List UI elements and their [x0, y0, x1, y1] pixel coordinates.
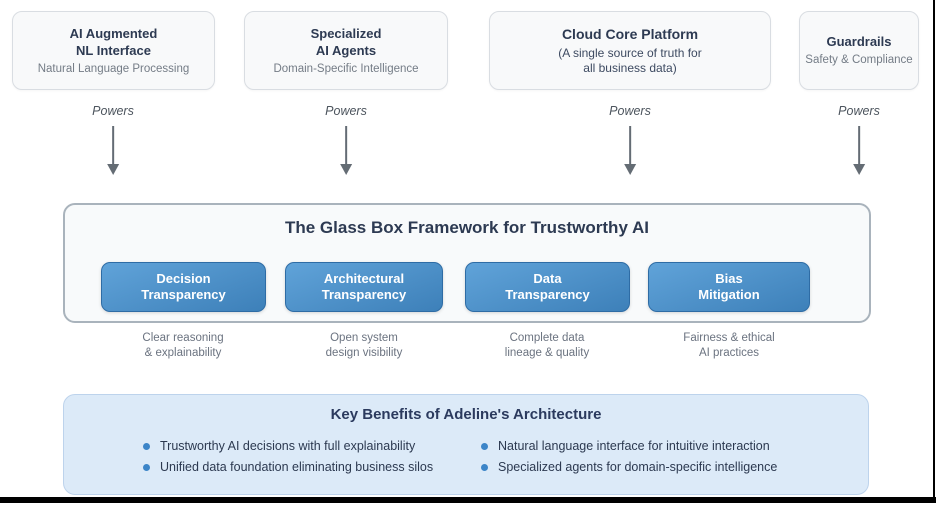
pillar-description-line: lineage & quality: [504, 347, 590, 359]
pillar-bias-mitigation: Bias Mitigation: [648, 262, 810, 312]
powers-connector: Powers: [92, 104, 134, 175]
component-title: AI Augmented: [69, 25, 158, 41]
page-edge-line-right: [933, 0, 935, 503]
pillar-label: Transparency: [321, 287, 407, 302]
arrow-down-icon: [340, 164, 352, 175]
powers-label: Powers: [609, 104, 651, 118]
benefit-text: Natural language interface for intuitive…: [498, 439, 770, 453]
pillar-description-line: & explainability: [144, 347, 222, 359]
arrow-down-icon: [112, 126, 114, 164]
arrow-down-icon: [624, 164, 636, 175]
pillar-description: Fairness & ethical AI practices: [683, 331, 774, 361]
pillar-decision-transparency: Decision Transparency: [101, 262, 266, 312]
pillar-description: Complete data lineage & quality: [505, 331, 589, 361]
pillar-label: Mitigation: [698, 287, 760, 302]
component-box-guardrails: Guardrails Safety & Compliance: [799, 11, 919, 90]
component-title: Guardrails: [826, 34, 892, 49]
benefit-item: Unified data foundation eliminating busi…: [143, 460, 433, 474]
component-subtitle: Natural Language Processing: [37, 62, 190, 75]
bullet-dot-icon: [481, 463, 488, 471]
component-subtitle: all business data): [583, 61, 677, 75]
pillar-description-line: Open system: [330, 332, 398, 344]
benefit-item: Specialized agents for domain-specific i…: [481, 460, 777, 474]
pillar-description: Clear reasoning & explainability: [142, 331, 223, 361]
pillar-description-line: Complete data: [509, 332, 585, 344]
component-box-specialized-ai-agents: Specialized AI Agents Domain-Specific In…: [244, 11, 448, 90]
arrow-down-icon: [107, 164, 119, 175]
pillar-label: Bias: [715, 270, 743, 286]
benefit-text: Unified data foundation eliminating busi…: [160, 460, 434, 474]
benefit-text: Specialized agents for domain-specific i…: [498, 460, 778, 474]
pillar-label: Data: [533, 270, 562, 286]
powers-connector: Powers: [838, 104, 880, 175]
pillar-description-line: design visibility: [325, 347, 403, 359]
powers-connector: Powers: [325, 104, 367, 175]
page-edge-bar-bottom: [0, 497, 936, 503]
bullet-dot-icon: [481, 442, 488, 450]
benefits-title: Key Benefits of Adeline's Architecture: [330, 406, 602, 423]
pillar-label: Architectural: [323, 270, 405, 286]
key-benefits-panel: Key Benefits of Adeline's Architecture: [63, 394, 869, 495]
arrow-down-icon: [858, 126, 860, 164]
bullet-dot-icon: [143, 463, 150, 471]
framework-title: The Glass Box Framework for Trustworthy …: [284, 218, 649, 237]
powers-label: Powers: [325, 104, 367, 118]
component-title: Cloud Core Platform: [561, 26, 699, 42]
pillar-description-line: Fairness & ethical: [683, 332, 775, 344]
pillar-description: Open system design visibility: [326, 331, 403, 361]
arrow-down-icon: [853, 164, 865, 175]
pillar-label: Transparency: [505, 287, 590, 302]
component-subtitle: Domain-Specific Intelligence: [273, 62, 419, 75]
pillar-architectural-transparency: Architectural Transparency: [285, 262, 443, 312]
arrow-down-icon: [345, 126, 347, 164]
pillar-data-transparency: Data Transparency: [465, 262, 630, 312]
component-subtitle: Safety & Compliance: [805, 54, 913, 66]
component-title: AI Agents: [315, 42, 377, 58]
pillar-label: Transparency: [141, 287, 226, 302]
benefit-item: Trustworthy AI decisions with full expla…: [143, 439, 415, 453]
powers-connector: Powers: [609, 104, 651, 175]
component-box-cloud-core-platform: Cloud Core Platform (A single source of …: [489, 11, 771, 90]
component-box-ai-nl-interface: AI Augmented NL Interface Natural Langua…: [12, 11, 215, 90]
arrow-down-icon: [629, 126, 631, 164]
pillar-label: Decision: [156, 270, 211, 286]
component-title: Specialized: [310, 25, 382, 41]
component-subtitle: (A single source of truth for: [558, 46, 702, 60]
powers-label: Powers: [92, 104, 134, 118]
component-title: NL Interface: [76, 42, 151, 58]
benefit-item: Natural language interface for intuitive…: [481, 439, 770, 453]
benefit-text: Trustworthy AI decisions with full expla…: [160, 439, 416, 453]
powers-label: Powers: [838, 104, 880, 118]
pillar-description-line: Clear reasoning: [142, 332, 224, 344]
pillar-description-line: AI practices: [698, 347, 760, 359]
bullet-dot-icon: [143, 442, 150, 450]
